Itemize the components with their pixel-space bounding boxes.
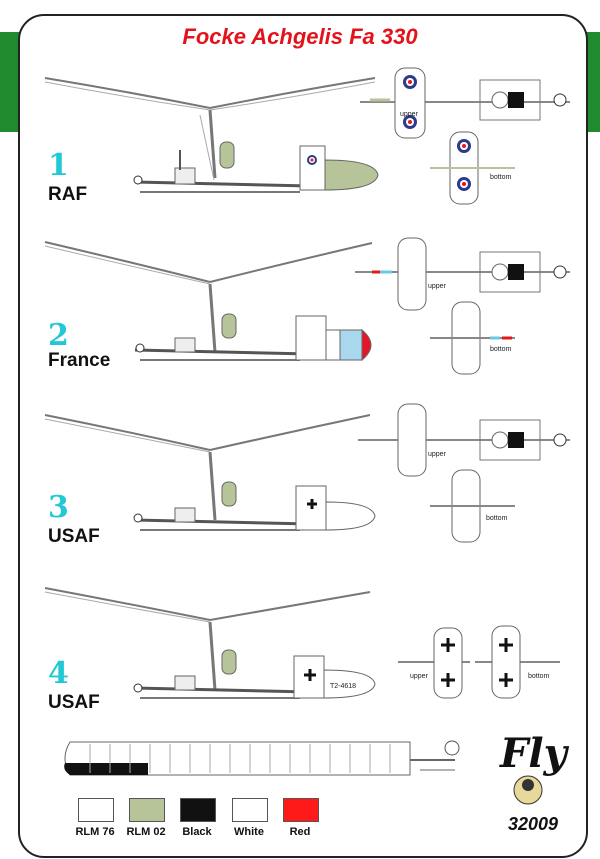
legend-swatch-rlm02 bbox=[129, 798, 165, 822]
serial-marking: T2-4618 bbox=[330, 683, 356, 690]
legend-label-black: Black bbox=[182, 826, 212, 838]
scheme-4-number: 4 bbox=[48, 656, 69, 691]
upper-label-1: upper bbox=[400, 111, 419, 118]
scheme-4-label: USAF bbox=[48, 692, 100, 713]
brand-logo: Fly bbox=[500, 730, 567, 777]
page-title: Focke Achgelis Fa 330 bbox=[182, 24, 418, 49]
legend-swatch-rlm76 bbox=[78, 798, 114, 822]
upper-label-2: upper bbox=[428, 283, 447, 290]
scheme-2-label: France bbox=[48, 350, 111, 371]
scheme-3-label: USAF bbox=[48, 526, 100, 547]
legend-swatch-white bbox=[232, 798, 268, 822]
scheme-1-label: RAF bbox=[48, 184, 88, 205]
legend-label-rlm02: RLM 02 bbox=[126, 826, 166, 838]
bottom-label-2: bottom bbox=[490, 346, 512, 353]
bottom-label-1: bottom bbox=[490, 174, 512, 181]
legend-label-rlm76: RLM 76 bbox=[75, 826, 115, 838]
bottom-label-3: bottom bbox=[486, 515, 508, 522]
scheme-3-number: 3 bbox=[48, 490, 69, 525]
scheme-2-number: 2 bbox=[48, 318, 69, 353]
legend-swatch-black bbox=[180, 798, 216, 822]
upper-label-4: upper bbox=[410, 673, 429, 680]
legend-label-white: White bbox=[234, 826, 264, 838]
upper-label-3: upper bbox=[428, 451, 447, 458]
product-code: 32009 bbox=[508, 814, 559, 834]
legend-swatch-red bbox=[283, 798, 319, 822]
scheme-1-number: 1 bbox=[48, 148, 69, 183]
legend-label-red: Red bbox=[289, 826, 311, 838]
bottom-label-4: bottom bbox=[528, 673, 550, 680]
